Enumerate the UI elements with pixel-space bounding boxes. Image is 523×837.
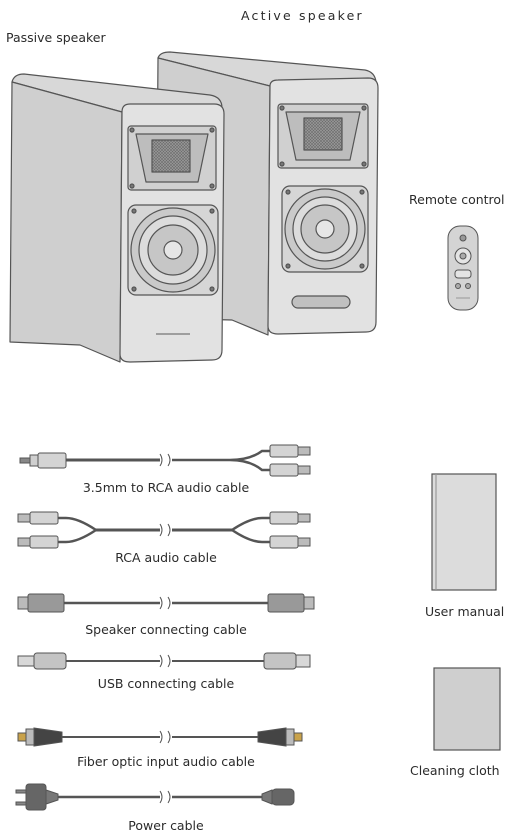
cable-usb — [18, 653, 310, 669]
remote-control — [448, 226, 478, 310]
cable-speaker — [18, 594, 314, 612]
cable-aux-to-rca — [20, 445, 310, 476]
passive-speaker — [10, 74, 224, 362]
cable-optical — [18, 728, 302, 746]
user-manual — [432, 474, 496, 590]
cleaning-cloth — [434, 668, 500, 750]
cable-rca — [18, 512, 310, 548]
cable-power — [16, 784, 294, 810]
